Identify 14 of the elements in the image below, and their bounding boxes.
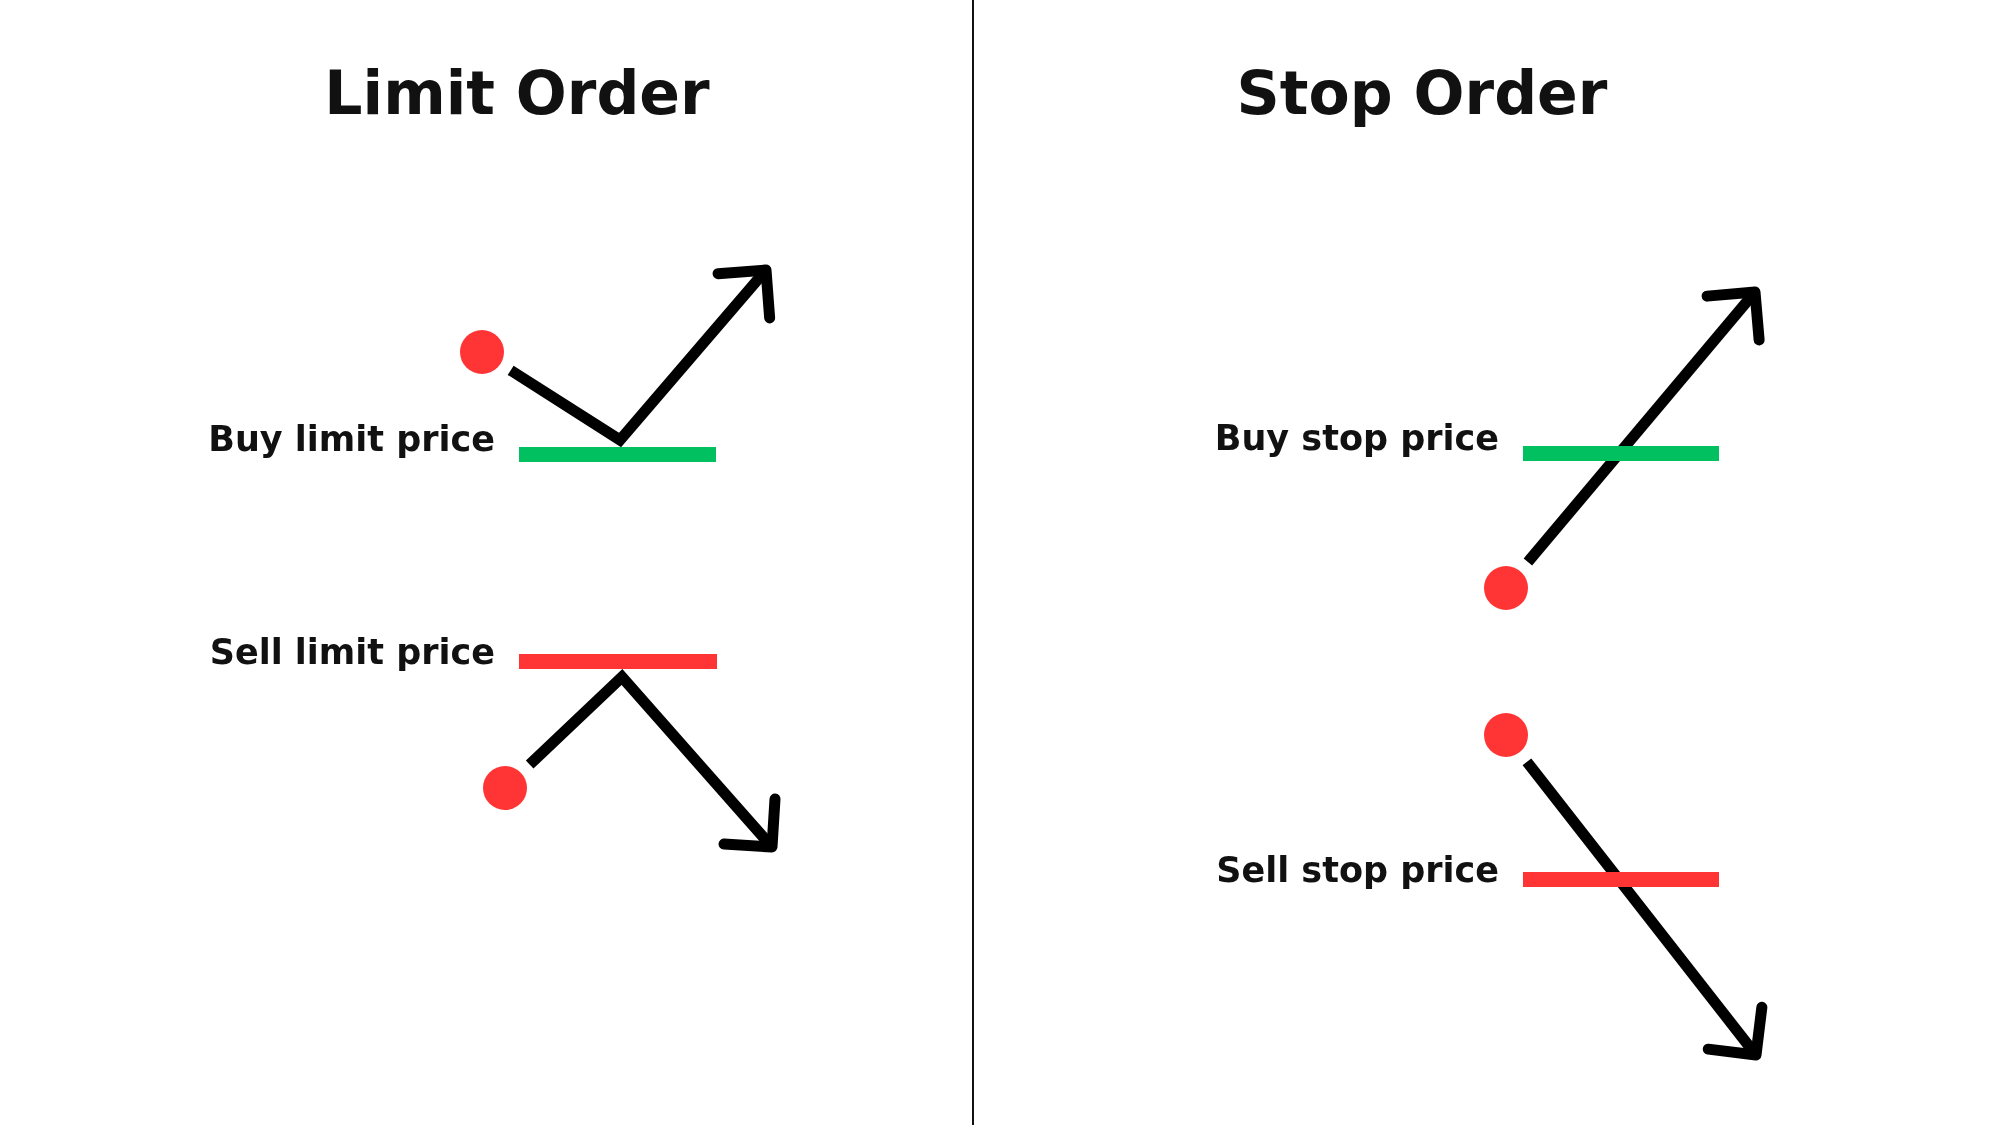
price-path-arrow — [1523, 286, 1765, 566]
price-level-label: Sell limit price — [209, 631, 495, 673]
price-level-label: Buy limit price — [208, 418, 495, 460]
price-level-label: Buy stop price — [1214, 417, 1499, 459]
price-path-arrow — [507, 264, 776, 448]
start-point-dot — [1484, 566, 1528, 610]
start-point-dot — [483, 766, 527, 810]
panel-heading: Limit Order — [324, 58, 710, 128]
price-path-arrow — [1522, 758, 1768, 1061]
start-point-dot — [1484, 713, 1528, 757]
price-path-arrow — [525, 669, 781, 853]
price-level-label: Sell stop price — [1216, 849, 1499, 891]
panel-heading: Stop Order — [1236, 58, 1608, 128]
start-point-dot — [460, 330, 504, 374]
